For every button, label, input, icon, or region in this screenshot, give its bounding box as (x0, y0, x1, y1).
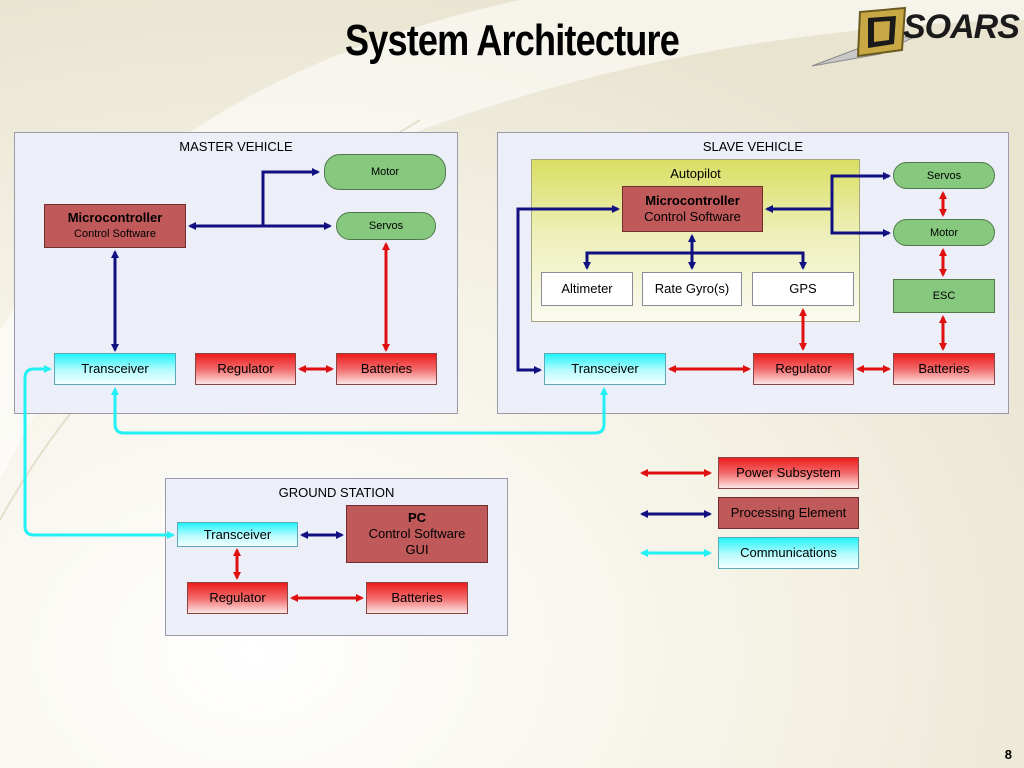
slave-motor-box: Motor (893, 219, 995, 246)
rate-gyro-label: Rate Gyro(s) (654, 281, 730, 296)
slave-transceiver-mcu-arrow (516, 205, 620, 374)
esc-box: ESC (893, 279, 995, 313)
master-servos-box: Servos (336, 212, 436, 240)
pc-name: PC (407, 510, 427, 525)
master-motor-label: Motor (370, 166, 400, 178)
ground-batteries-label: Batteries (391, 590, 443, 605)
ground-transceiver-box: Transceiver (177, 522, 298, 547)
legend-communications-label: Communications (740, 545, 837, 560)
master-batteries-box: Batteries (336, 353, 437, 385)
slave-mcu-sub: Control Software (644, 209, 741, 224)
master-mcu-sub: Control Software (74, 228, 156, 240)
ground-regulator-box: Regulator (187, 582, 288, 614)
rate-gyro-box: Rate Gyro(s) (642, 272, 742, 306)
master-slave-comm-link (111, 387, 608, 435)
slave-regulator-box: Regulator (753, 353, 854, 385)
autopilot-title: Autopilot (670, 166, 721, 181)
master-mcu-motor-arrow (261, 168, 320, 226)
pc-sub-gui: GUI (405, 542, 429, 557)
legend-power-box: Power Subsystem (718, 457, 859, 489)
soars-logo-text: SOARS (903, 8, 1020, 46)
pc-sub-control: Control Software (368, 526, 466, 541)
legend-processing-box: Processing Element (718, 497, 859, 529)
legend-power-label: Power Subsystem (736, 465, 841, 480)
slave-motor-arrow (830, 209, 891, 237)
slave-regulator-label: Regulator (775, 361, 832, 376)
master-microcontroller-box: Microcontroller Control Software (44, 204, 186, 248)
master-vehicle-title: MASTER VEHICLE (179, 139, 293, 154)
master-regulator-box: Regulator (195, 353, 296, 385)
slave-servos-box: Servos (893, 162, 995, 189)
page-number: 8 (1004, 747, 1012, 762)
slave-batteries-box: Batteries (893, 353, 995, 385)
slave-microcontroller-box: Microcontroller Control Software (622, 186, 763, 232)
pc-box: PC Control Software GUI (346, 505, 488, 563)
ground-master-comm-link (23, 365, 175, 539)
master-regulator-label: Regulator (217, 361, 274, 376)
legend-processing-label: Processing Element (730, 505, 847, 520)
slave-servos-arrow (830, 172, 891, 209)
slave-servos-label: Servos (926, 169, 962, 182)
slave-vehicle-title: SLAVE VEHICLE (702, 139, 804, 154)
ground-regulator-label: Regulator (209, 590, 266, 605)
master-servos-label: Servos (368, 220, 404, 232)
ground-transceiver-label: Transceiver (203, 526, 272, 542)
gps-box: GPS (752, 272, 854, 306)
master-batteries-label: Batteries (360, 361, 413, 376)
slave-motor-label: Motor (929, 226, 959, 239)
gps-label: GPS (789, 281, 817, 296)
master-motor-box: Motor (324, 154, 446, 190)
slave-mcu-name: Microcontroller (645, 193, 740, 208)
soars-logo-icon (811, 6, 921, 67)
legend-communications-box: Communications (718, 537, 859, 569)
ground-batteries-box: Batteries (366, 582, 468, 614)
slave-batteries-label: Batteries (918, 361, 970, 376)
esc-label: ESC (932, 290, 956, 302)
slide-title: System Architecture (344, 16, 680, 65)
ground-station-title: GROUND STATION (278, 485, 395, 500)
master-mcu-name: Microcontroller (67, 210, 163, 225)
slave-sensor-bus (583, 251, 807, 270)
